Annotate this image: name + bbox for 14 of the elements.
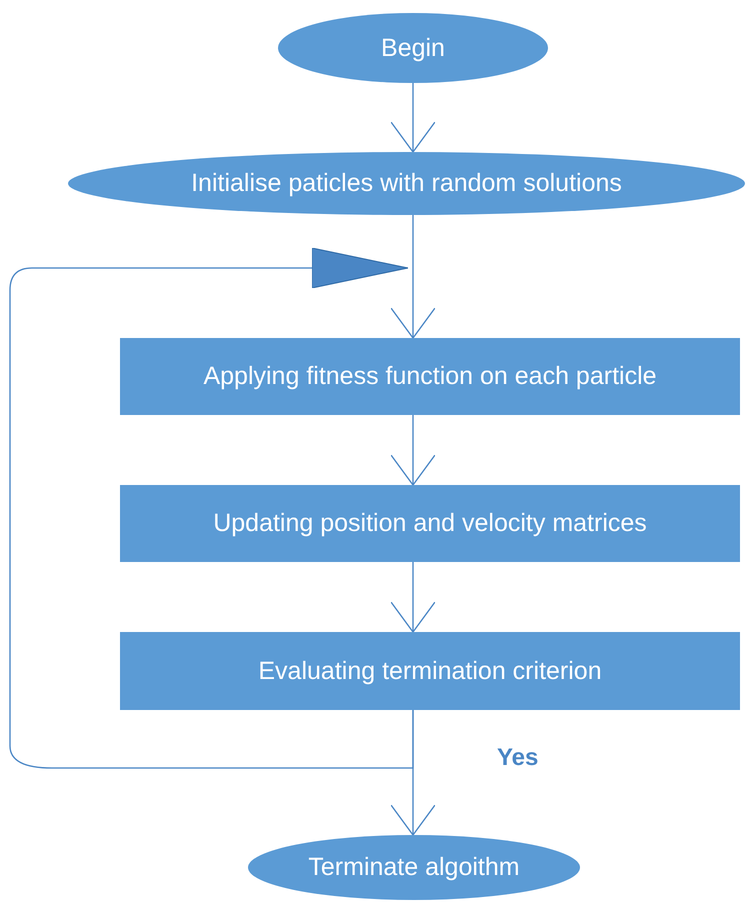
arrow xyxy=(390,83,436,153)
arrow xyxy=(390,562,436,633)
arrow xyxy=(390,415,436,486)
node-text: Initialise paticles with random solutions xyxy=(191,169,622,198)
arrow xyxy=(390,215,436,339)
arrow xyxy=(9,248,414,769)
process-box xyxy=(120,338,740,415)
node-text: Evaluating termination criterion xyxy=(258,656,602,686)
process-box xyxy=(120,485,740,562)
node-text: Terminate algoithm xyxy=(308,853,520,882)
node-text: Begin xyxy=(381,34,445,62)
node-text: Applying fitness function on each particle xyxy=(203,362,657,391)
node-text: Updating position and velocity matrices xyxy=(213,509,647,538)
process-box xyxy=(120,632,740,710)
